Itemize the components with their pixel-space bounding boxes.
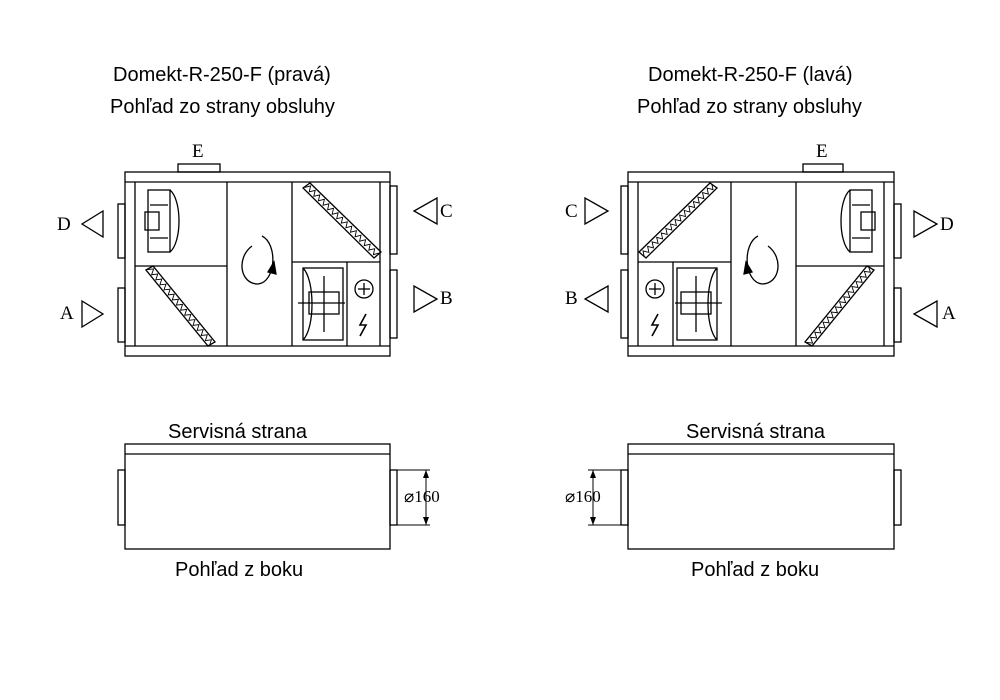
left-casing [124, 171, 391, 357]
right-port-a-label: A [942, 303, 956, 324]
left-arrow-c [412, 196, 438, 226]
right-arrow-a [912, 299, 938, 329]
left-diameter-label: ⌀160 [404, 487, 440, 506]
left-side-view [117, 443, 430, 550]
right-heater-symbol [645, 279, 665, 299]
right-side-view [588, 443, 902, 550]
left-port-b-label: B [440, 288, 453, 309]
right-rotation-arrow [743, 235, 779, 285]
left-electric-icon [358, 313, 368, 337]
left-side-bottom-label: Pohľad z boku [175, 559, 304, 581]
right-fan-1 [840, 189, 876, 253]
right-title: Domekt-R-250-F (lavá) [648, 64, 853, 86]
left-rotation-arrow [241, 235, 277, 285]
left-fan-2 [298, 267, 345, 341]
left-heater-symbol [354, 279, 374, 299]
left-subtitle: Pohľad zo strany obsluhy [110, 96, 335, 118]
right-port-e-label: E [816, 141, 828, 162]
right-exchanger-2 [804, 265, 875, 347]
left-collar-b [389, 269, 398, 339]
left-collar-a [117, 287, 126, 343]
right-subtitle: Pohľad zo strany obsluhy [637, 96, 862, 118]
right-diameter-label: ⌀160 [565, 487, 601, 506]
left-port-c-label: C [440, 201, 453, 222]
left-front-view [80, 163, 439, 357]
right-exchanger-2-fins [806, 266, 872, 344]
right-arrow-d [913, 209, 939, 239]
right-exchanger-1-fins [642, 183, 714, 257]
right-front-view [583, 163, 939, 357]
left-exchanger-2 [301, 182, 382, 259]
right-fan-2 [675, 267, 722, 341]
left-title: Domekt-R-250-F (pravá) [113, 64, 331, 86]
right-side-top-label: Servisná strana [686, 421, 825, 443]
left-arrow-b [413, 284, 439, 314]
right-collar-b [620, 269, 629, 339]
left-side-top-label: Servisná strana [168, 421, 307, 443]
left-arrow-d [80, 209, 104, 239]
left-side-casing [124, 443, 391, 550]
left-port-e-collar [177, 163, 221, 173]
left-port-d-label: D [57, 214, 71, 235]
left-arrow-a [81, 299, 105, 329]
left-port-e-label: E [192, 141, 204, 162]
left-port-a-label: A [60, 303, 74, 324]
left-exchanger-1-fins [147, 268, 213, 346]
right-electric-icon [650, 313, 660, 337]
right-casing [627, 171, 895, 357]
right-collar-d [893, 203, 902, 259]
right-side-collar-r [893, 469, 902, 526]
right-arrow-b [583, 284, 609, 314]
left-exchanger-1 [145, 265, 216, 347]
left-collar-c [389, 185, 398, 255]
left-side-collar-l [117, 469, 126, 526]
right-port-c-label: C [565, 201, 578, 222]
right-side-bottom-label: Pohľad z boku [691, 559, 820, 581]
left-exchanger-2-fins [304, 185, 380, 256]
right-port-d-label: D [940, 214, 954, 235]
right-side-casing [627, 443, 895, 550]
left-fan-1 [144, 189, 180, 253]
right-side-collar-l [620, 469, 629, 526]
right-arrow-c [584, 196, 610, 226]
right-collar-c [620, 185, 629, 255]
right-exchanger-1 [638, 182, 719, 259]
left-collar-d [117, 203, 126, 259]
right-port-e-collar [802, 163, 844, 173]
right-port-b-label: B [565, 288, 578, 309]
left-side-collar-r [389, 469, 398, 526]
right-collar-a [893, 287, 902, 343]
